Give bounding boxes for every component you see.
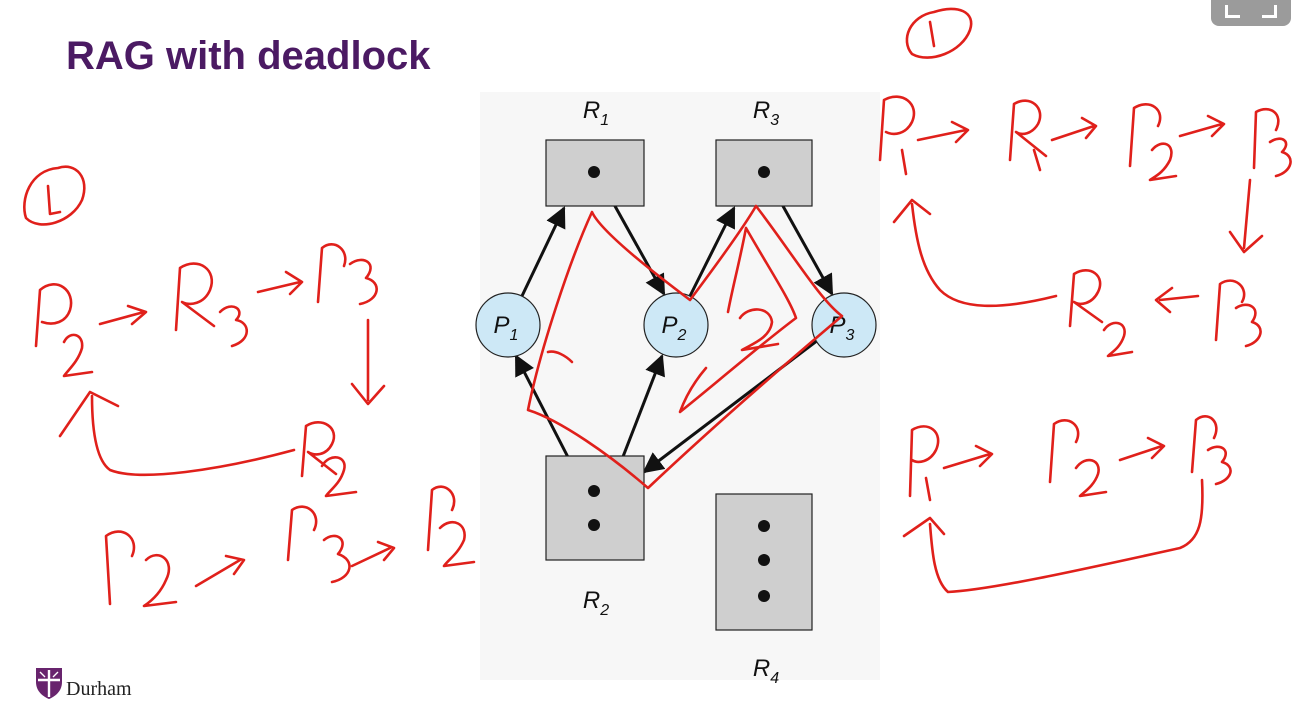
fullscreen-button[interactable] bbox=[1211, 0, 1291, 26]
edge-p1-to-r1 bbox=[520, 206, 566, 297]
ink-arrow bbox=[256, 270, 304, 296]
resource-label-r1: R1 bbox=[583, 97, 609, 129]
ink-arrow-down bbox=[350, 318, 386, 406]
fullscreen-corner-icon bbox=[1225, 5, 1240, 18]
ink-chain-right-top bbox=[878, 95, 1292, 182]
ink-letter-p bbox=[316, 243, 347, 304]
ink-sub-2 bbox=[62, 333, 94, 378]
process-p2 bbox=[643, 292, 709, 358]
process-p1 bbox=[475, 292, 541, 358]
university-crest-icon bbox=[36, 668, 62, 699]
ink-chain-right-bottom bbox=[908, 415, 1232, 502]
resource-label-r4: R4 bbox=[753, 655, 779, 687]
ink-chain-left bbox=[104, 485, 476, 608]
resource-instance-dot bbox=[588, 485, 600, 497]
ink-numeral-1-right bbox=[928, 20, 936, 48]
ink-letter-p bbox=[34, 283, 73, 348]
fullscreen-corner-icon bbox=[1262, 5, 1277, 18]
resource-instance-dot bbox=[588, 519, 600, 531]
resource-r2 bbox=[545, 455, 645, 561]
resource-instance-dot bbox=[758, 554, 770, 566]
ink-return-curve bbox=[892, 198, 1058, 308]
ink-arrow bbox=[98, 304, 148, 326]
ink-sub-3 bbox=[348, 258, 378, 306]
process-p3 bbox=[811, 292, 877, 358]
ink-return-curve bbox=[902, 478, 1204, 594]
ink-cycle-inner bbox=[678, 226, 798, 414]
process-label-p1: P1 bbox=[494, 312, 519, 344]
ink-sub-2 bbox=[320, 456, 358, 498]
ink-return-curve bbox=[58, 390, 296, 477]
ink-arrow-down bbox=[1228, 178, 1264, 254]
ink-circle-left bbox=[23, 165, 86, 226]
resource-label-r3: R3 bbox=[753, 97, 779, 129]
institution-name: Durham bbox=[66, 678, 132, 700]
resource-instance-dot bbox=[588, 166, 600, 178]
ink-chain-right-mid bbox=[1068, 269, 1262, 358]
ink-numeral-1-left bbox=[46, 184, 62, 216]
process-label-p2: P2 bbox=[662, 312, 687, 344]
slide-title: RAG with deadlock bbox=[66, 34, 431, 78]
resource-label-r2: R2 bbox=[583, 587, 609, 619]
ink-letter-r bbox=[174, 262, 216, 332]
resource-instance-dot bbox=[758, 590, 770, 602]
diagram-panel bbox=[480, 92, 880, 680]
resource-instance-dot bbox=[758, 166, 770, 178]
ink-tick bbox=[546, 350, 574, 364]
process-label-p3: P3 bbox=[830, 312, 855, 344]
ink-cycle-outer bbox=[526, 204, 844, 490]
ink-number-2-center bbox=[738, 308, 780, 352]
edge-p2-to-r3 bbox=[688, 206, 736, 297]
ink-sub-3 bbox=[218, 305, 249, 348]
resource-instance-dot bbox=[758, 520, 770, 532]
ink-circle-right bbox=[905, 7, 973, 59]
ink-letter-r bbox=[300, 421, 338, 478]
